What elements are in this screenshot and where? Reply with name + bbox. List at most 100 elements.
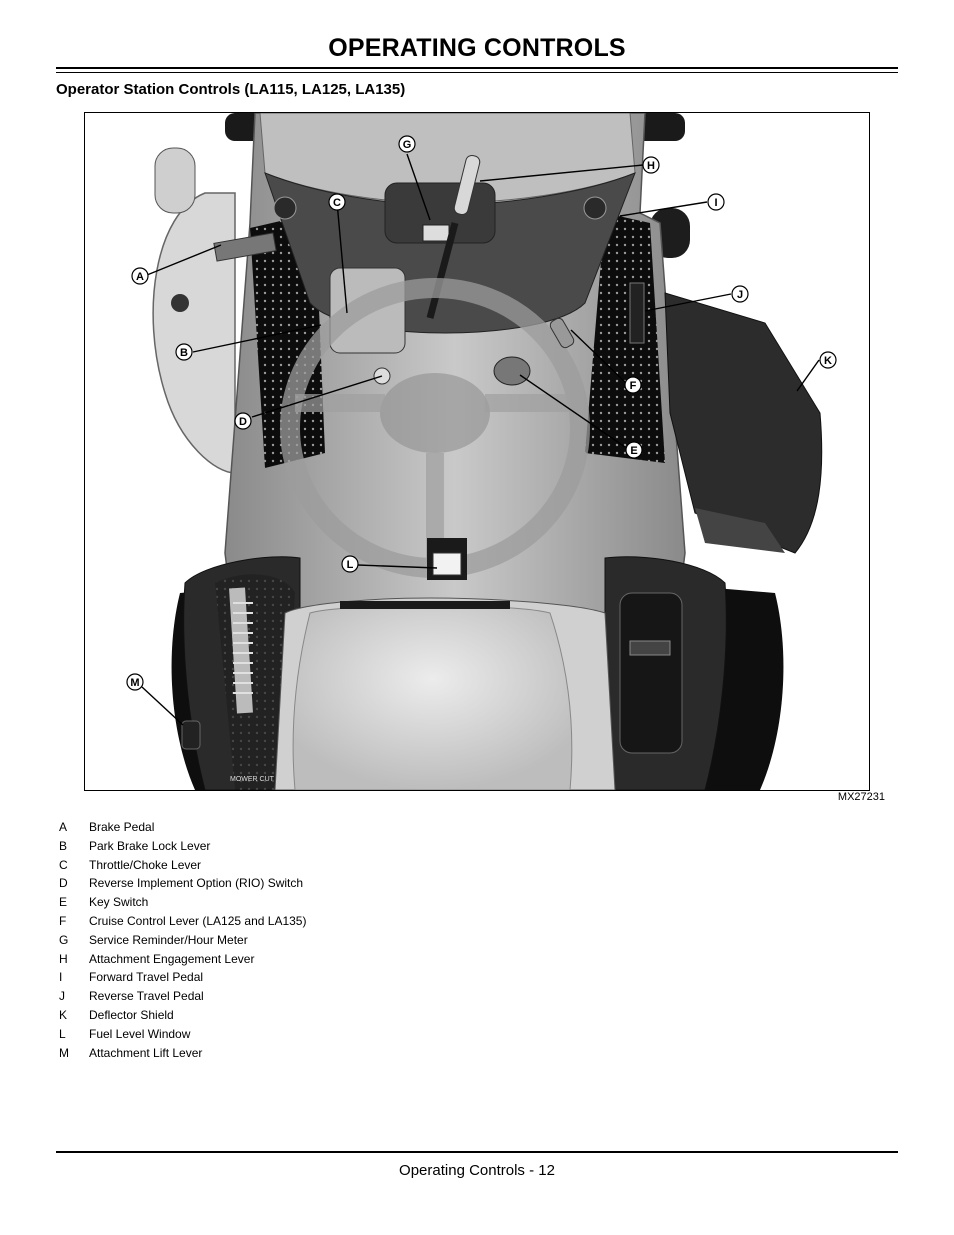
operator-station-figure: MOWER CUT G H I C A J B K F D E L M (84, 112, 870, 791)
deflector-shield-edge (695, 508, 785, 553)
legend-item: K Deflector Shield (59, 1006, 559, 1025)
right-footrest (585, 213, 665, 463)
legend-item: M Attachment Lift Lever (59, 1044, 559, 1063)
steering-hub (380, 373, 490, 453)
legend-letter: M (59, 1045, 69, 1060)
legend-text: Reverse Travel Pedal (89, 989, 204, 1004)
svg-text:F: F (630, 380, 637, 392)
leader-e (519, 374, 626, 448)
leader-j (644, 293, 732, 312)
legend-letter: D (59, 876, 68, 891)
page-title: OPERATING CONTROLS (328, 34, 626, 62)
svg-text:D: D (239, 416, 247, 428)
legend-letter: F (59, 913, 67, 928)
legend-letter: A (59, 820, 68, 834)
leader-f (570, 329, 626, 383)
footer-rule (56, 1151, 898, 1153)
leader-b (192, 324, 322, 353)
callout-h: H (642, 156, 660, 174)
leader-m (141, 686, 184, 726)
leader-d (251, 375, 383, 418)
legend-letter: G (59, 932, 69, 947)
deflector-shield (664, 292, 823, 554)
svg-text:G: G (403, 139, 412, 151)
height-gauge-slot (229, 587, 253, 714)
fuel-level-window (432, 552, 462, 576)
legend-letter: J (59, 989, 65, 1004)
mower-cut-decal: MOWER CUT (230, 776, 275, 783)
callout-i: I (707, 193, 725, 211)
legend-text: Throttle/Choke Lever (89, 857, 202, 872)
seat-gap (340, 601, 510, 609)
travel-pedal-icon (629, 282, 645, 344)
callout-j: J (731, 285, 749, 303)
legend-letter: I (59, 970, 63, 985)
key-switch-icon (493, 356, 531, 386)
svg-text:C: C (333, 197, 341, 209)
legend-text: Brake Pedal (89, 820, 155, 834)
legend-letter: C (59, 857, 68, 872)
svg-text:B: B (180, 347, 188, 359)
svg-text:J: J (737, 289, 743, 301)
legend-letter: L (59, 1026, 66, 1041)
svg-text:K: K (824, 355, 832, 367)
header-rule (56, 67, 898, 69)
seat (292, 605, 573, 790)
legend-item: C Throttle/Choke Lever (59, 856, 559, 875)
leader-c (336, 201, 348, 314)
legend-item: A Brake Pedal (59, 818, 559, 837)
section-title: Operator Station Controls (LA115, LA125,… (56, 81, 406, 98)
legend-letter: B (59, 838, 68, 853)
legend-text: Attachment Engagement Lever (89, 951, 255, 966)
tractor-illustration: MOWER CUT G H I C A J B K F D E L M (126, 113, 837, 790)
legend-text: Attachment Lift Lever (89, 1045, 203, 1060)
legend-letter: H (59, 951, 68, 966)
mower-deck (152, 192, 236, 474)
legend-item: H Attachment Engagement Lever (59, 950, 559, 969)
svg-text:H: H (647, 160, 655, 172)
attachment-lever-shaft (426, 222, 459, 319)
header-rule-thin (56, 72, 898, 73)
dash-bolt-right (583, 196, 607, 220)
caster-wheel-left (154, 147, 196, 214)
svg-text:L: L (347, 559, 354, 571)
callout-d: D (234, 412, 252, 430)
brake-pedal-icon (213, 232, 277, 262)
legend-text: Forward Travel Pedal (89, 970, 204, 985)
lift-lever-handle (181, 720, 201, 750)
cruise-lever-icon (549, 317, 575, 349)
right-console (619, 592, 683, 754)
legend-item: E Key Switch (59, 893, 559, 912)
svg-text:E: E (630, 445, 637, 457)
page-footer: Operating Controls - 12 (399, 1162, 555, 1179)
legend-text: Deflector Shield (89, 1007, 174, 1022)
legend-item: J Reverse Travel Pedal (59, 987, 559, 1006)
callout-g: G (398, 135, 416, 153)
leader-l (357, 564, 438, 569)
callout-k: K (819, 351, 837, 369)
leader-i (619, 201, 708, 217)
svg-text:I: I (714, 197, 717, 209)
figure-id: MX27231 (837, 791, 885, 803)
leader-g (406, 153, 431, 221)
height-gauge-teeth (233, 602, 253, 694)
dash-bolt-left (273, 196, 297, 220)
leader-k (796, 359, 820, 392)
right-console-slot (629, 640, 671, 656)
leader-a (146, 244, 222, 276)
callout-c: C (328, 193, 346, 211)
legend-letter: K (59, 1007, 68, 1022)
attachment-lever (453, 154, 481, 216)
svg-text:M: M (130, 677, 139, 689)
callout-f: F (624, 376, 642, 394)
legend-letter: E (59, 895, 68, 910)
callout-l: L (341, 555, 359, 573)
leader-h (479, 164, 644, 182)
legend-text: Key Switch (89, 895, 149, 910)
